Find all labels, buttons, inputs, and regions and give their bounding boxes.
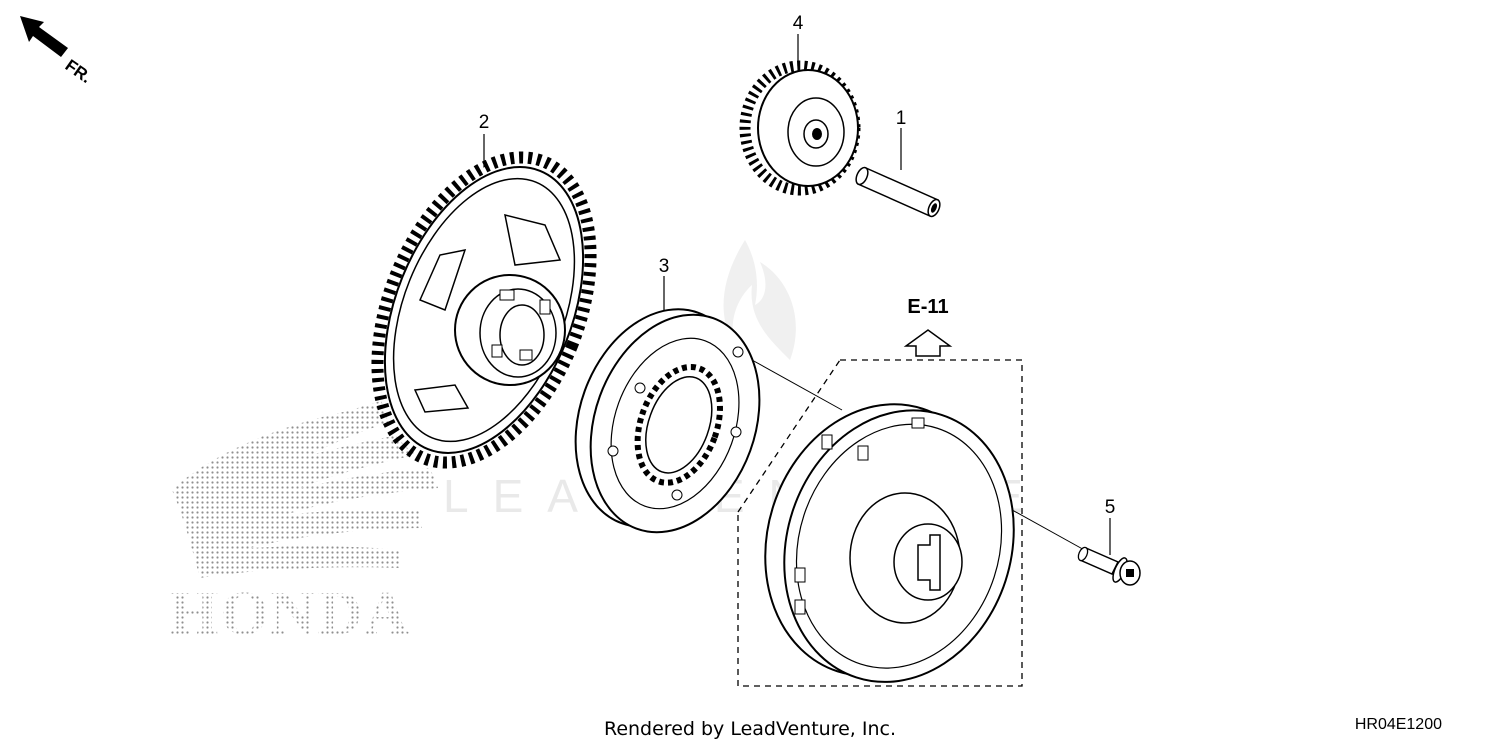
rotor-magnet	[911, 417, 925, 429]
honda-wing-icon	[172, 398, 440, 578]
reference-box	[737, 359, 1023, 687]
callout-3[interactable]: 3	[659, 256, 670, 277]
rotor-magnet	[821, 434, 833, 450]
rotor-magnet	[794, 567, 806, 583]
flange-bolt[interactable]	[1076, 546, 1141, 586]
honda-logo: HONDA	[170, 398, 440, 648]
rotor-magnet	[857, 445, 869, 461]
callout-5[interactable]: 5	[1105, 497, 1116, 518]
front-arrow-icon	[20, 16, 68, 57]
watermark-flame-icon	[723, 240, 796, 360]
rendered-by-credit: Rendered by LeadVenture, Inc.	[603, 718, 897, 740]
flywheel-rotor-reference: E-11	[737, 296, 1023, 687]
front-label: FR.	[62, 56, 95, 87]
reference-arrow-icon	[903, 329, 953, 357]
callout-1[interactable]: 1	[896, 108, 907, 129]
reference-label[interactable]: E-11	[907, 296, 948, 318]
large-driven-gear[interactable]	[336, 126, 632, 494]
honda-wordmark: HONDA	[170, 580, 411, 648]
callout-2[interactable]: 2	[479, 112, 490, 133]
callout-4[interactable]: 4	[793, 13, 804, 34]
shaft-pin[interactable]	[854, 166, 942, 219]
rotor-magnet	[794, 599, 806, 615]
front-direction-indicator: FR.	[20, 16, 95, 87]
one-way-clutch[interactable]	[547, 285, 789, 556]
diagram-code: HR04E1200	[1354, 716, 1442, 733]
small-idle-gear[interactable]	[739, 60, 861, 196]
